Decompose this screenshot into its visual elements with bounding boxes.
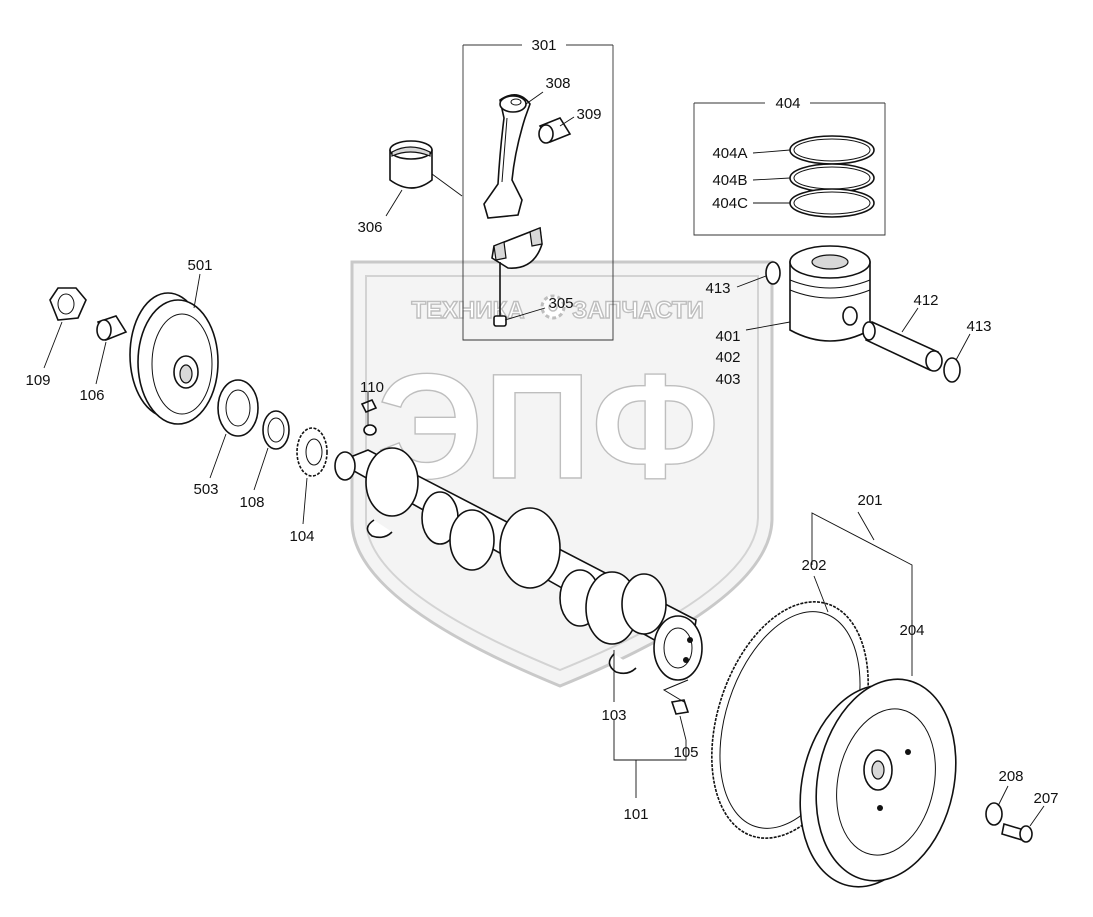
flywheel — [799, 678, 957, 888]
part-labels: 301 308 309 306 305 404 404A 404B 404C 4… — [25, 37, 1058, 823]
flywheel-bolt — [1001, 822, 1033, 843]
crankshaft-pulley — [129, 292, 219, 425]
piston-pin — [862, 320, 943, 372]
leader-lines — [43, 91, 1045, 827]
label-106: 106 — [79, 387, 104, 404]
main-bearing-shell — [389, 140, 433, 189]
crankshaft — [334, 447, 703, 681]
label-309: 309 — [576, 106, 601, 123]
label-305: 305 — [548, 295, 573, 312]
label-401: 401 — [715, 328, 740, 345]
label-108: 108 — [239, 494, 264, 511]
gear-icon — [540, 294, 566, 320]
oil-plug-pin — [662, 679, 690, 715]
circlip-left — [765, 261, 781, 285]
piston-rings — [789, 135, 875, 218]
label-404: 404 — [775, 95, 800, 112]
label-308: 308 — [545, 75, 570, 92]
piston — [789, 245, 871, 342]
label-207: 207 — [1033, 790, 1058, 807]
label-404C: 404C — [712, 195, 748, 212]
label-109: 109 — [25, 372, 50, 389]
label-306: 306 — [357, 219, 382, 236]
group-bracket-201 — [811, 511, 913, 650]
crankshaft-gear — [296, 427, 328, 477]
group-bracket-101 — [613, 720, 687, 798]
watermark-brand: ЭПФ — [377, 342, 720, 510]
label-503: 503 — [193, 481, 218, 498]
group-box-301 — [462, 44, 614, 341]
group-box-404 — [693, 102, 886, 236]
label-208: 208 — [998, 768, 1023, 785]
thrust-washer — [262, 410, 290, 450]
circlip-right — [943, 357, 961, 383]
flywheel-washer — [985, 802, 1003, 826]
nut — [49, 287, 87, 321]
watermark-shield — [350, 260, 774, 688]
oil-seal-washer — [217, 379, 259, 437]
watermark-left-text: ТЕХНИКА — [411, 297, 524, 324]
label-105: 105 — [673, 744, 698, 761]
label-101: 101 — [623, 806, 648, 823]
spacer — [96, 315, 128, 342]
label-413-left: 413 — [705, 280, 730, 297]
label-403: 403 — [715, 371, 740, 388]
label-110: 110 — [360, 379, 384, 396]
label-103: 103 — [601, 707, 626, 724]
watermark-right-text: ЗАПЧАСТИ — [572, 297, 704, 324]
label-202: 202 — [801, 557, 826, 574]
label-104: 104 — [289, 528, 314, 545]
label-501: 501 — [187, 257, 212, 274]
woodruff-key — [360, 398, 378, 436]
label-201: 201 — [857, 492, 882, 509]
label-204: 204 — [899, 622, 924, 639]
label-413-right: 413 — [966, 318, 991, 335]
connecting-rod — [483, 94, 531, 219]
connecting-rod-bolt — [493, 262, 507, 327]
label-412: 412 — [913, 292, 938, 309]
label-301: 301 — [531, 37, 556, 54]
connecting-rod-cap — [491, 226, 543, 269]
label-402: 402 — [715, 349, 740, 366]
label-404A: 404A — [712, 145, 747, 162]
label-404B: 404B — [712, 172, 747, 189]
piston-pin-bushing — [538, 117, 572, 144]
